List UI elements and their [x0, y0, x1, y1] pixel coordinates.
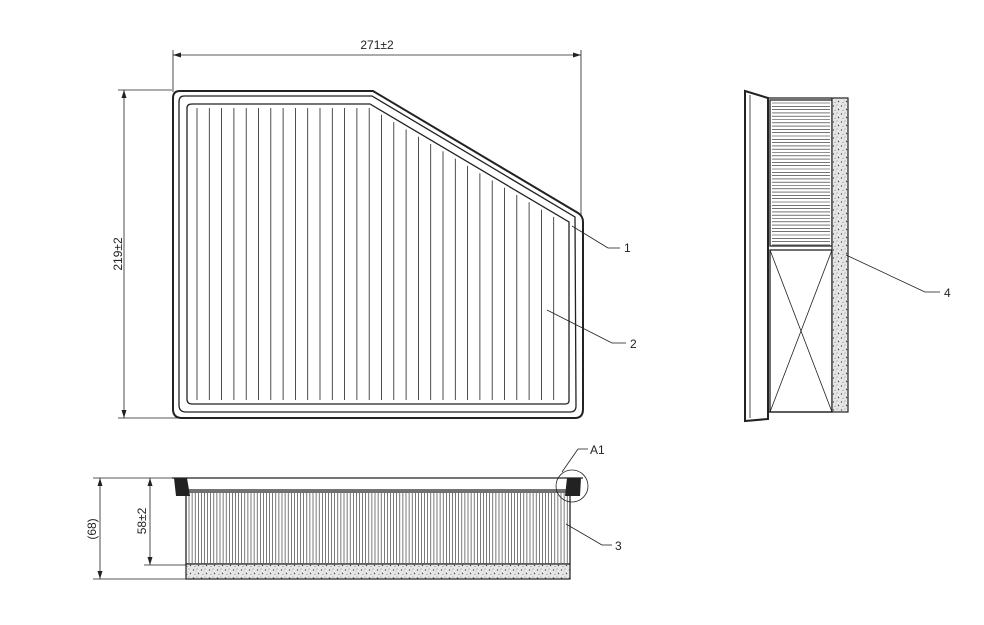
callout-a1-label: A1 — [590, 443, 605, 457]
side-view: 4 — [744, 89, 951, 423]
overall-height-label: (68) — [85, 518, 99, 539]
callout-3-leader: 3 — [565, 523, 622, 553]
top-view: 271±2 219±2 1 2 — [111, 38, 637, 419]
height-dimension: 219±2 — [111, 89, 178, 419]
callout-1-label: 1 — [624, 241, 631, 255]
frame-middle-outline — [178, 95, 577, 413]
callout-2-label: 2 — [630, 337, 637, 351]
callout-3-label: 3 — [615, 539, 622, 553]
side-frame-outline — [744, 89, 769, 423]
callout-4-label: 4 — [944, 286, 951, 300]
frame-inner-outline — [186, 103, 570, 405]
detail-a1-circle — [555, 469, 589, 503]
callout-a1-leader: A1 — [561, 443, 605, 473]
callout-2-leader: 2 — [546, 309, 637, 351]
width-dimension-label: 271±2 — [360, 38, 394, 52]
side-pleat-block-outline — [769, 99, 833, 247]
front-pleat-lines — [188, 493, 568, 563]
left-seal-lip — [174, 478, 190, 496]
side-pleat-lines — [772, 102, 830, 246]
overall-height-dimension: (68) — [85, 477, 186, 580]
callout-4-leader: 4 — [845, 254, 951, 300]
height-dimension-label: 219±2 — [111, 237, 125, 271]
pleat-height-dimension: 58±2 — [135, 478, 186, 566]
front-view: (68) 58±2 A1 3 — [85, 443, 622, 580]
side-foam-strip — [831, 97, 849, 413]
callout-1-leader: 1 — [571, 225, 631, 255]
front-foam-base — [185, 563, 571, 580]
frame-outer-outline — [172, 90, 584, 419]
width-dimension: 271±2 — [172, 38, 582, 215]
media-pleat-lines — [196, 108, 555, 400]
pleat-height-label: 58±2 — [135, 507, 149, 534]
